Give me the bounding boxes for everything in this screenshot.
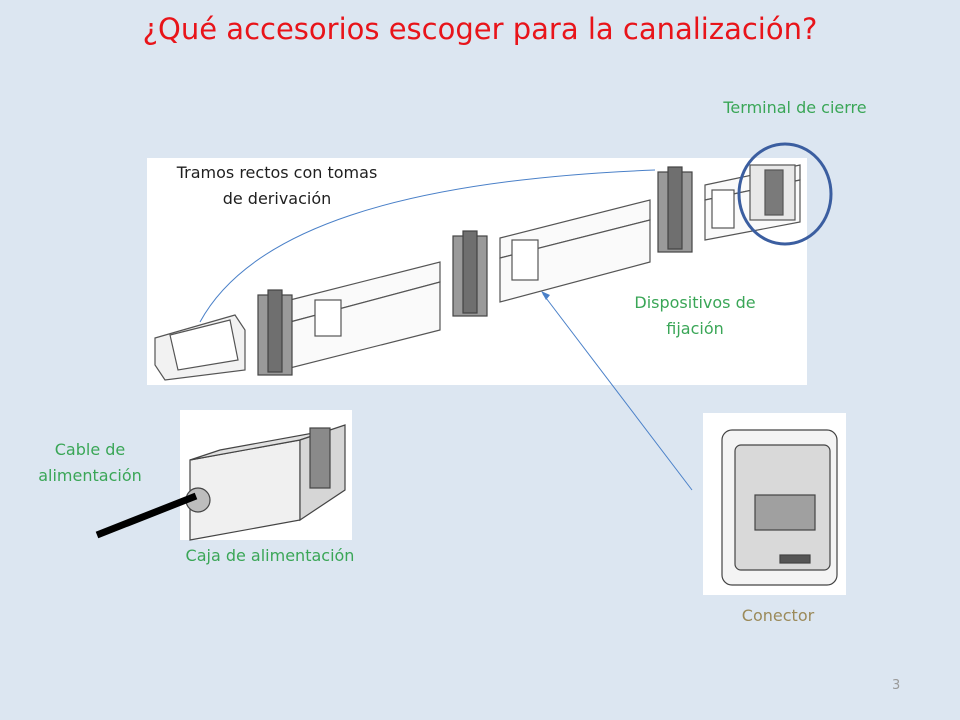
power-cable (95, 492, 198, 539)
label-caja-de-alimentacion: Caja de alimentación (185, 546, 355, 565)
conector-arrowhead (541, 291, 550, 300)
end-terminal-drawing (749, 164, 796, 221)
feed-box-drawing (185, 424, 346, 541)
label-terminal-de-cierre: Terminal de cierre (723, 98, 867, 117)
page-number: 3 (892, 678, 901, 693)
label-tramos-rectos: Tramos rectos con tomas de derivación (147, 160, 407, 212)
label-dispositivos-line2: fijación (666, 319, 724, 338)
label-cable-line1: Cable de (54, 440, 126, 459)
label-dispositivos-de-fijacion: Dispositivos de fijación (600, 290, 790, 342)
label-cable-line2: alimentación (38, 466, 142, 485)
tap-off-box-drawing (154, 314, 246, 381)
tramos-pointer-curve (199, 169, 656, 323)
terminal-highlight-circle (737, 142, 833, 246)
slide-title: ¿Qué accesorios escoger para la canaliza… (142, 12, 818, 46)
label-tramos-line1: Tramos rectos con tomas (176, 163, 378, 182)
label-tramos-line2: de derivación (222, 189, 332, 208)
label-cable-de-alimentacion: Cable de alimentación (20, 437, 160, 489)
conector-arrow (542, 293, 693, 491)
fixing-clamps (257, 166, 693, 376)
label-dispositivos-line1: Dispositivos de (634, 293, 756, 312)
connector-drawing (721, 429, 838, 586)
label-conector: Conector (741, 606, 815, 625)
